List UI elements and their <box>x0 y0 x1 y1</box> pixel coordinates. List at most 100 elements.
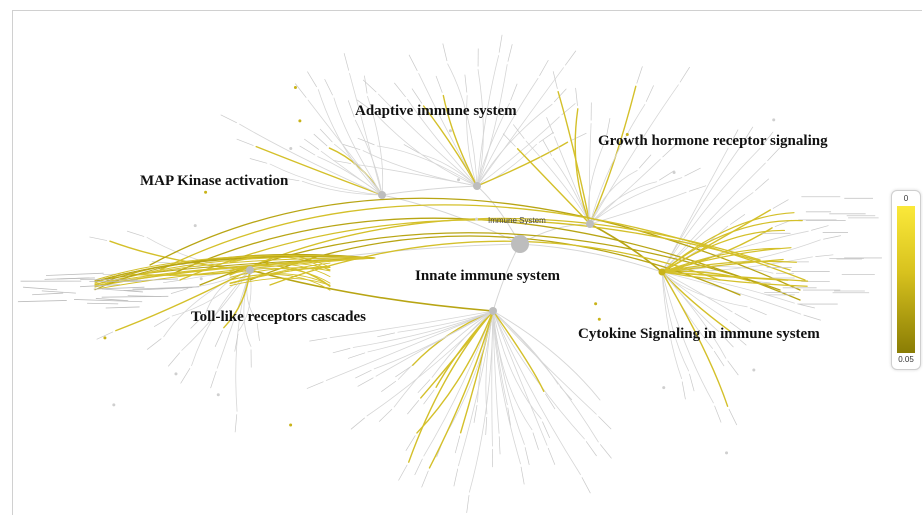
innate-leaf-text <box>414 458 423 476</box>
growth-leaf-text <box>679 66 690 83</box>
innate-leaf-text <box>547 447 556 465</box>
leaf-node <box>639 329 643 333</box>
left-leaf-text <box>101 288 143 293</box>
adaptive-leaf-text <box>507 44 513 62</box>
innate-leaf-text <box>524 447 530 465</box>
leaf-node <box>298 119 302 123</box>
toll-leaf-text <box>170 288 189 294</box>
adaptive-leaf-text <box>411 88 423 104</box>
innate-edge <box>329 310 494 339</box>
innate-leaf-text <box>347 352 366 359</box>
innate-leaf-text <box>355 369 372 379</box>
innate-edge <box>492 310 585 440</box>
cytokine-leaf-text <box>803 314 821 321</box>
growth-edge <box>516 148 591 225</box>
mapk-edge <box>301 180 383 196</box>
leaf-node <box>448 129 452 133</box>
adaptive-leaf-text <box>442 43 448 62</box>
adaptive-leaf-text <box>356 99 372 111</box>
toll-edge <box>216 269 251 369</box>
innate-edge <box>458 310 494 467</box>
mapk-leaf-text <box>249 158 268 164</box>
cytokine-leaf-text <box>767 147 781 162</box>
innate-leaf-text <box>532 432 539 450</box>
adaptive-leaf-text <box>539 59 549 76</box>
growth-leaf-text <box>662 144 677 158</box>
adaptive-edge <box>447 63 478 187</box>
cytokine-gold-edge <box>661 247 781 273</box>
innate-edge <box>373 310 494 370</box>
toll-cluster-edge <box>229 273 331 291</box>
cytokine-leaf-text <box>734 313 751 323</box>
innate-edge <box>492 310 548 446</box>
mapk-edge <box>255 145 383 196</box>
label-adaptive-immune-system: Adaptive immune system <box>355 103 517 119</box>
mapk-leaf-text <box>303 138 320 150</box>
mapk-leaf-text <box>347 100 355 118</box>
growth-edge <box>557 90 591 225</box>
innate-leaf-text <box>306 381 324 389</box>
growth-edge <box>589 181 658 225</box>
growth-leaf-text <box>575 87 578 106</box>
adaptive-leaf-text <box>510 83 518 101</box>
mapk-edge <box>349 73 383 196</box>
left-leaf-text <box>130 278 178 282</box>
adaptive-leaf-text <box>357 137 375 146</box>
innate-leaf-text <box>485 416 488 435</box>
adaptive-edge <box>476 116 560 187</box>
innate-leaf-text <box>421 470 429 488</box>
innate-leaf-text <box>585 441 597 457</box>
innate-leaf-text <box>542 421 551 439</box>
growth-leaf-text <box>546 117 554 135</box>
innate-edge <box>492 310 508 406</box>
adaptive-leaf-text <box>498 34 503 53</box>
graph-frame <box>12 10 922 515</box>
label-map-kinase-activation: MAP Kinase activation <box>140 173 289 189</box>
mapk-leaf-text <box>364 75 368 94</box>
mapk-hub-node <box>378 191 386 199</box>
adaptive-edge <box>376 145 478 187</box>
toll-leaf-text <box>234 414 238 433</box>
adaptive-edge <box>476 77 539 187</box>
adaptive-leaf-text <box>538 131 554 143</box>
mapk-edge <box>239 123 383 196</box>
mapk-edge <box>333 97 383 196</box>
cytokine-leaf-text <box>729 129 739 146</box>
innate-cytokine-branch <box>492 310 601 401</box>
leaf-node <box>725 451 729 455</box>
cytokine-leaf-text <box>720 333 734 348</box>
leaf-node <box>174 372 178 376</box>
leaf-node <box>662 386 666 390</box>
innate-edge <box>366 310 494 417</box>
toll-edge <box>235 269 251 412</box>
cytokine-leaf-text <box>689 373 695 392</box>
growth-leaf-text <box>684 167 701 177</box>
toll-cluster-edge <box>229 277 331 287</box>
cytokine-leaf-text <box>714 405 722 423</box>
cytokine-edge <box>661 271 729 407</box>
mapk-leaf-text <box>299 145 316 156</box>
mapk-edge <box>307 99 383 196</box>
toll-edge <box>238 269 252 332</box>
leaf-node <box>265 261 269 265</box>
left-leaf-text <box>95 298 129 302</box>
cytokine-leaf-text <box>761 131 774 147</box>
toll-leaf-text <box>126 230 145 237</box>
pvalue-color-legend: 0 0.05 <box>891 190 921 370</box>
toll-edge <box>171 269 251 317</box>
growth-leaf-text <box>542 139 553 156</box>
adaptive-leaf-text <box>553 88 567 103</box>
leaf-node <box>103 336 107 340</box>
left-leaf-text <box>93 286 145 290</box>
innate-leaf-text <box>357 377 374 387</box>
cytokine-leaf-text <box>749 307 767 316</box>
mapk-leaf-text <box>343 53 350 71</box>
leaf-node <box>625 132 629 136</box>
innate-hub-node <box>489 307 497 315</box>
growth-leaf-text <box>512 124 525 139</box>
innate-leaf-text <box>498 436 501 455</box>
root-node-label: Immune System <box>488 216 546 225</box>
innate-leaf-text <box>405 435 416 451</box>
innate-edge <box>492 310 500 434</box>
mapk-edge <box>320 150 383 196</box>
